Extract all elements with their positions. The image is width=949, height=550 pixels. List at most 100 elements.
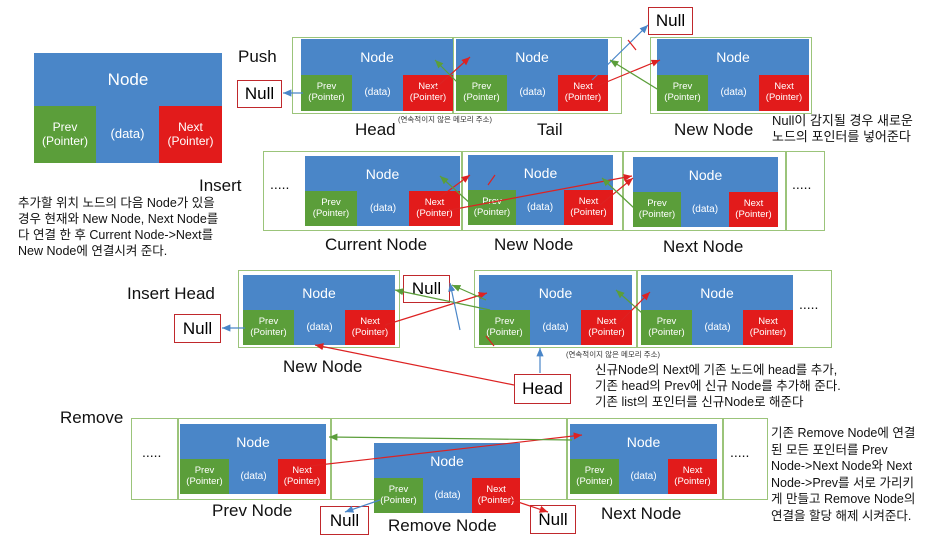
remove-description: 기존 Remove Node에 연결 된 모든 포인터를 Prev Node->…: [771, 426, 916, 523]
legend-node-header: Node: [34, 53, 222, 106]
label-insert-new-node: New Node: [494, 235, 574, 254]
label-remove-next-node: Next Node: [601, 504, 682, 523]
node-header: Node: [479, 275, 632, 310]
section-push: Push: [238, 47, 277, 66]
node-header: Node: [657, 39, 809, 75]
null-box-insert-head-left: Null: [174, 314, 221, 343]
prev-pointer-cell: Prev (Pointer): [657, 75, 708, 111]
arrow-insert-current-next: [449, 174, 633, 211]
legend-data-label: (data): [110, 126, 145, 142]
head-box: Head: [514, 374, 571, 404]
legend-next-cell: Next (Pointer): [159, 106, 222, 163]
data-cell: (data): [294, 310, 345, 345]
arrow-push-tail-next-new: [591, 59, 661, 89]
prev-pointer-cell: Prev (Pointer): [468, 190, 516, 225]
insert-divider-3: [785, 151, 787, 231]
next-pointer-cell: Next (Pointer): [759, 75, 809, 111]
insert-divider-2: [622, 151, 624, 231]
remove-divider-2: [330, 418, 332, 500]
data-cell: (data): [530, 310, 581, 345]
next-pointer-cell: Next (Pointer): [409, 191, 460, 226]
label-prev-node: Prev Node: [212, 501, 293, 520]
prev-pointer-cell: Prev (Pointer): [180, 459, 229, 494]
label-tail: Tail: [537, 120, 563, 139]
node-header: Node: [243, 275, 395, 310]
node-header: Node: [456, 39, 608, 75]
insert-description: 추가할 위치 노드의 다음 Node가 있을 경우 현재와 New Node, …: [18, 196, 219, 258]
data-cell: (data): [619, 459, 668, 494]
arrow-push-new-prev: [609, 59, 663, 93]
data-cell: (data): [229, 459, 278, 494]
next-pointer-cell: Next (Pointer): [668, 459, 717, 494]
remove-divider-4: [722, 418, 724, 500]
node-header: Node: [633, 157, 778, 192]
label-current-node: Current Node: [325, 235, 428, 254]
legend-data-cell: (data): [96, 106, 159, 163]
arrow-ih-head-to-new: [314, 343, 515, 386]
push-description: Null이 감지될 경우 새로운 노드의 포인터를 넣어준다: [772, 113, 913, 144]
node-header: Node: [301, 39, 453, 75]
next-pointer-cell: Next (Pointer): [564, 190, 613, 225]
prev-pointer-cell: Prev (Pointer): [633, 192, 681, 227]
legend-prev-cell: Prev (Pointer): [34, 106, 96, 163]
dots-insert-right: .....: [792, 176, 812, 192]
next-pointer-cell: Next (Pointer): [403, 75, 453, 111]
null-box-remove-left: Null: [320, 506, 369, 535]
prev-pointer-cell: Prev (Pointer): [301, 75, 352, 111]
arrow-insert-new-prev: [439, 175, 473, 206]
arrow-ih-new-next: [384, 292, 488, 326]
prev-pointer-cell: Prev (Pointer): [570, 459, 619, 494]
dots-insert-head-right: .....: [799, 296, 819, 312]
label-head: Head: [355, 120, 396, 139]
remove-divider-3: [566, 418, 568, 500]
node-header: Node: [180, 424, 326, 459]
arrow-push-tail-prev: [434, 59, 469, 94]
arrow-insert-next-prev: [601, 177, 635, 209]
data-cell: (data): [692, 310, 743, 345]
next-pointer-cell: Next (Pointer): [472, 478, 520, 513]
next-pointer-cell: Next (Pointer): [581, 310, 632, 345]
prev-pointer-cell: Prev (Pointer): [374, 478, 423, 513]
legend-node: Node Prev (Pointer) (data) Next (Pointer…: [34, 53, 222, 163]
node-header: Node: [305, 156, 460, 191]
legend-next-label: Next (Pointer): [167, 119, 214, 148]
insert-head-list-container: [474, 270, 832, 348]
node-header: Node: [641, 275, 793, 310]
arrow-ih-next-prev: [615, 289, 651, 321]
insert-divider-1: [461, 151, 463, 231]
arrow-ih-next: [613, 291, 651, 329]
node-header: Node: [374, 443, 520, 478]
insert-head-description: 신규Node의 Next에 기존 노드에 head를 추가, 기존 head의 …: [595, 363, 841, 409]
arrow-ih-null-up: [448, 282, 461, 331]
null-box-remove-right: Null: [530, 505, 576, 534]
push-new-container: [650, 37, 812, 114]
node-header: Node: [570, 424, 717, 459]
data-cell: (data): [681, 192, 729, 227]
section-insert-head: Insert Head: [127, 284, 215, 303]
data-cell: (data): [708, 75, 759, 111]
prev-pointer-cell: Prev (Pointer): [479, 310, 530, 345]
arrow-ih-old-prev-new: [394, 288, 491, 311]
label-push-new-node: New Node: [674, 120, 754, 139]
arrow-rm-prev-next: [309, 432, 583, 467]
prev-pointer-cell: Prev (Pointer): [305, 191, 357, 226]
section-remove: Remove: [60, 408, 124, 427]
arrow-push-tail-next-null: [591, 24, 649, 81]
prev-pointer-cell: Prev (Pointer): [243, 310, 294, 345]
data-cell: (data): [423, 478, 472, 513]
next-pointer-cell: Next (Pointer): [345, 310, 395, 345]
prev-pointer-cell: Prev (Pointer): [641, 310, 692, 345]
cut-mark-push: [627, 39, 637, 51]
data-cell: (data): [507, 75, 558, 111]
dots-remove-right: .....: [730, 444, 750, 460]
dots-insert-left: .....: [270, 176, 290, 192]
